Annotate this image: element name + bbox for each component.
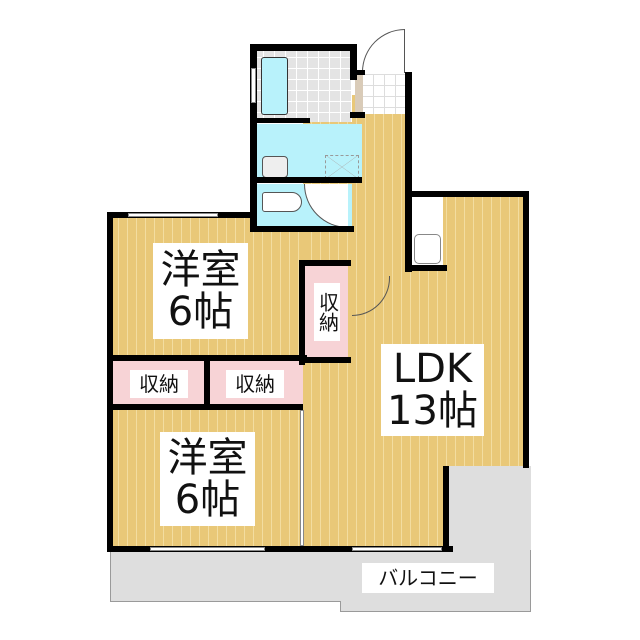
room-name: 洋室 [160, 247, 241, 293]
wall [443, 466, 449, 552]
window [352, 547, 442, 551]
sink-icon [414, 234, 441, 264]
closet-2-label: 収納 [226, 370, 284, 398]
ldk-label: LDK 13帖 [381, 344, 484, 436]
wall [299, 260, 351, 266]
room-size: 6帖 [174, 477, 241, 523]
wall [299, 357, 351, 363]
wall [250, 44, 356, 51]
wall [350, 112, 365, 118]
washer-space [325, 155, 359, 179]
wall [350, 44, 357, 80]
wall [250, 177, 362, 183]
ldk-notch [447, 466, 531, 550]
washbasin-icon [262, 156, 288, 178]
closet-vertical-label: 収納 [314, 283, 340, 341]
room-size: 13帖 [387, 388, 478, 434]
room-name: LDK [392, 346, 473, 392]
room-size: 6帖 [167, 289, 234, 335]
wall [405, 191, 528, 197]
entrance [362, 74, 408, 114]
wall [250, 118, 310, 123]
shoe-cabinet [355, 75, 363, 115]
wall [405, 265, 447, 271]
wall [250, 226, 354, 232]
wall [350, 70, 365, 75]
wall [250, 44, 257, 230]
window [150, 547, 265, 551]
wall [299, 260, 305, 365]
toilet-icon [262, 192, 302, 212]
wall [204, 355, 210, 410]
sliding-door[interactable] [300, 410, 304, 546]
wall [107, 546, 453, 552]
balcony-label: バルコニー [362, 563, 494, 593]
entrance-door[interactable] [362, 29, 405, 73]
window [128, 213, 218, 217]
window [251, 68, 256, 103]
western-room-2-label: 洋室 6帖 [160, 432, 255, 526]
room-name: 洋室 [167, 435, 248, 481]
wall [405, 72, 412, 272]
bathtub-icon [261, 57, 288, 115]
wall [523, 191, 529, 468]
western-room-1-label: 洋室 6帖 [153, 243, 248, 339]
closet-1-label: 収納 [130, 370, 188, 398]
wall [107, 212, 113, 552]
